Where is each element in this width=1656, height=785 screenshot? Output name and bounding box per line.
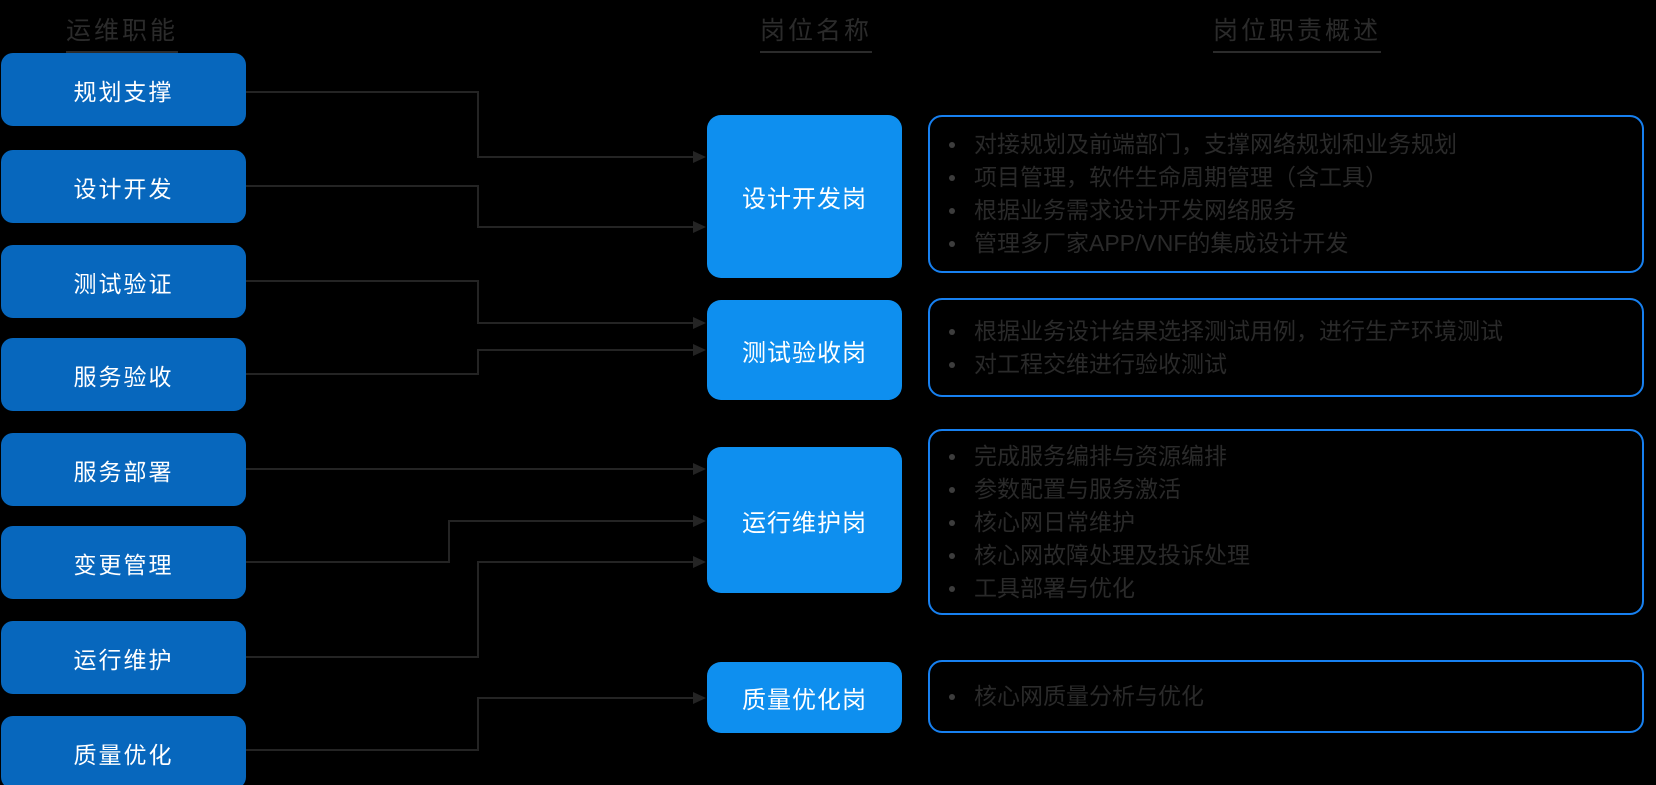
responsibility-item: 参数配置与服务激活	[946, 473, 1628, 506]
responsibility-list: 根据业务设计结果选择测试用例，进行生产环境测试 对工程交维进行验收测试	[946, 315, 1628, 381]
function-box-service-acceptance: 服务验收	[1, 338, 246, 411]
arrowhead	[693, 556, 706, 568]
responsibility-item: 管理多厂家APP/VNF的集成设计开发	[946, 227, 1628, 260]
link-planning-to-design	[246, 91, 694, 158]
position-label: 运行维护岗	[742, 509, 867, 537]
function-box-quality-optimization: 质量优化	[1, 716, 246, 785]
responsibility-box-design-develop: 对接规划及前端部门，支撑网络规划和业务规划 项目管理，软件生命周期管理（含工具）…	[928, 115, 1644, 273]
responsibility-item: 工具部署与优化	[946, 572, 1628, 605]
position-label: 设计开发岗	[742, 186, 867, 213]
function-label: 运行维护	[73, 646, 174, 673]
responsibility-item: 对接规划及前端部门，支撑网络规划和业务规划	[946, 128, 1628, 161]
function-box-operation-maintenance: 运行维护	[1, 621, 246, 694]
arrowhead	[693, 221, 706, 233]
position-box-test-acceptance: 测试验收岗	[707, 300, 902, 400]
arrowhead	[693, 317, 706, 329]
function-box-change-management: 变更管理	[1, 526, 246, 599]
responsibility-list: 核心网质量分析与优化	[946, 680, 1628, 713]
link-maintain-to-ops	[246, 561, 694, 658]
position-label: 测试验收岗	[742, 339, 867, 367]
position-box-operation-maintenance: 运行维护岗	[707, 447, 902, 593]
arrowhead	[693, 151, 706, 163]
column-header-responsibilities: 岗位职责概述	[1212, 11, 1382, 53]
responsibility-list: 完成服务编排与资源编排 参数配置与服务激活 核心网日常维护 核心网故障处理及投诉…	[946, 440, 1628, 605]
responsibility-item: 核心网质量分析与优化	[946, 680, 1628, 713]
link-acceptance-to-acceptance	[246, 349, 694, 375]
responsibility-item: 核心网日常维护	[946, 506, 1628, 539]
function-box-service-deploy: 服务部署	[1, 433, 246, 506]
function-label: 测试验证	[73, 270, 174, 297]
function-label: 设计开发	[73, 175, 174, 202]
position-box-quality-optimization: 质量优化岗	[707, 662, 902, 733]
responsibility-item: 项目管理，软件生命周期管理（含工具）	[946, 161, 1628, 194]
arrowhead	[693, 515, 706, 527]
function-label: 服务部署	[73, 458, 174, 485]
responsibility-item: 根据业务设计结果选择测试用例，进行生产环境测试	[946, 315, 1628, 348]
function-box-design-develop: 设计开发	[1, 150, 246, 223]
link-test-to-acceptance	[246, 280, 694, 324]
function-label: 变更管理	[73, 551, 174, 578]
position-label: 质量优化岗	[742, 687, 867, 714]
link-design-to-design	[246, 185, 694, 228]
responsibility-box-quality-optimization: 核心网质量分析与优化	[928, 660, 1644, 733]
responsibility-item: 对工程交维进行验收测试	[946, 348, 1628, 381]
responsibility-box-operation-maintenance: 完成服务编排与资源编排 参数配置与服务激活 核心网日常维护 核心网故障处理及投诉…	[928, 429, 1644, 615]
link-change-to-ops	[246, 520, 694, 563]
arrowhead	[693, 692, 706, 704]
responsibility-item: 完成服务编排与资源编排	[946, 440, 1628, 473]
function-box-planning-support: 规划支撑	[1, 53, 246, 126]
link-quality-to-quality	[246, 697, 694, 751]
responsibility-box-test-acceptance: 根据业务设计结果选择测试用例，进行生产环境测试 对工程交维进行验收测试	[928, 298, 1644, 397]
arrowhead	[693, 463, 706, 475]
function-label: 质量优化	[73, 741, 174, 768]
function-label: 规划支撑	[73, 78, 174, 105]
arrowhead	[693, 344, 706, 356]
function-label: 服务验收	[73, 363, 174, 390]
column-header-functions: 运维职能	[65, 11, 179, 53]
function-box-test-verify: 测试验证	[1, 245, 246, 318]
responsibility-list: 对接规划及前端部门，支撑网络规划和业务规划 项目管理，软件生命周期管理（含工具）…	[946, 128, 1628, 260]
responsibility-item: 根据业务需求设计开发网络服务	[946, 194, 1628, 227]
position-box-design-develop: 设计开发岗	[707, 115, 902, 278]
responsibility-item: 核心网故障处理及投诉处理	[946, 539, 1628, 572]
column-header-positions: 岗位名称	[759, 11, 873, 53]
